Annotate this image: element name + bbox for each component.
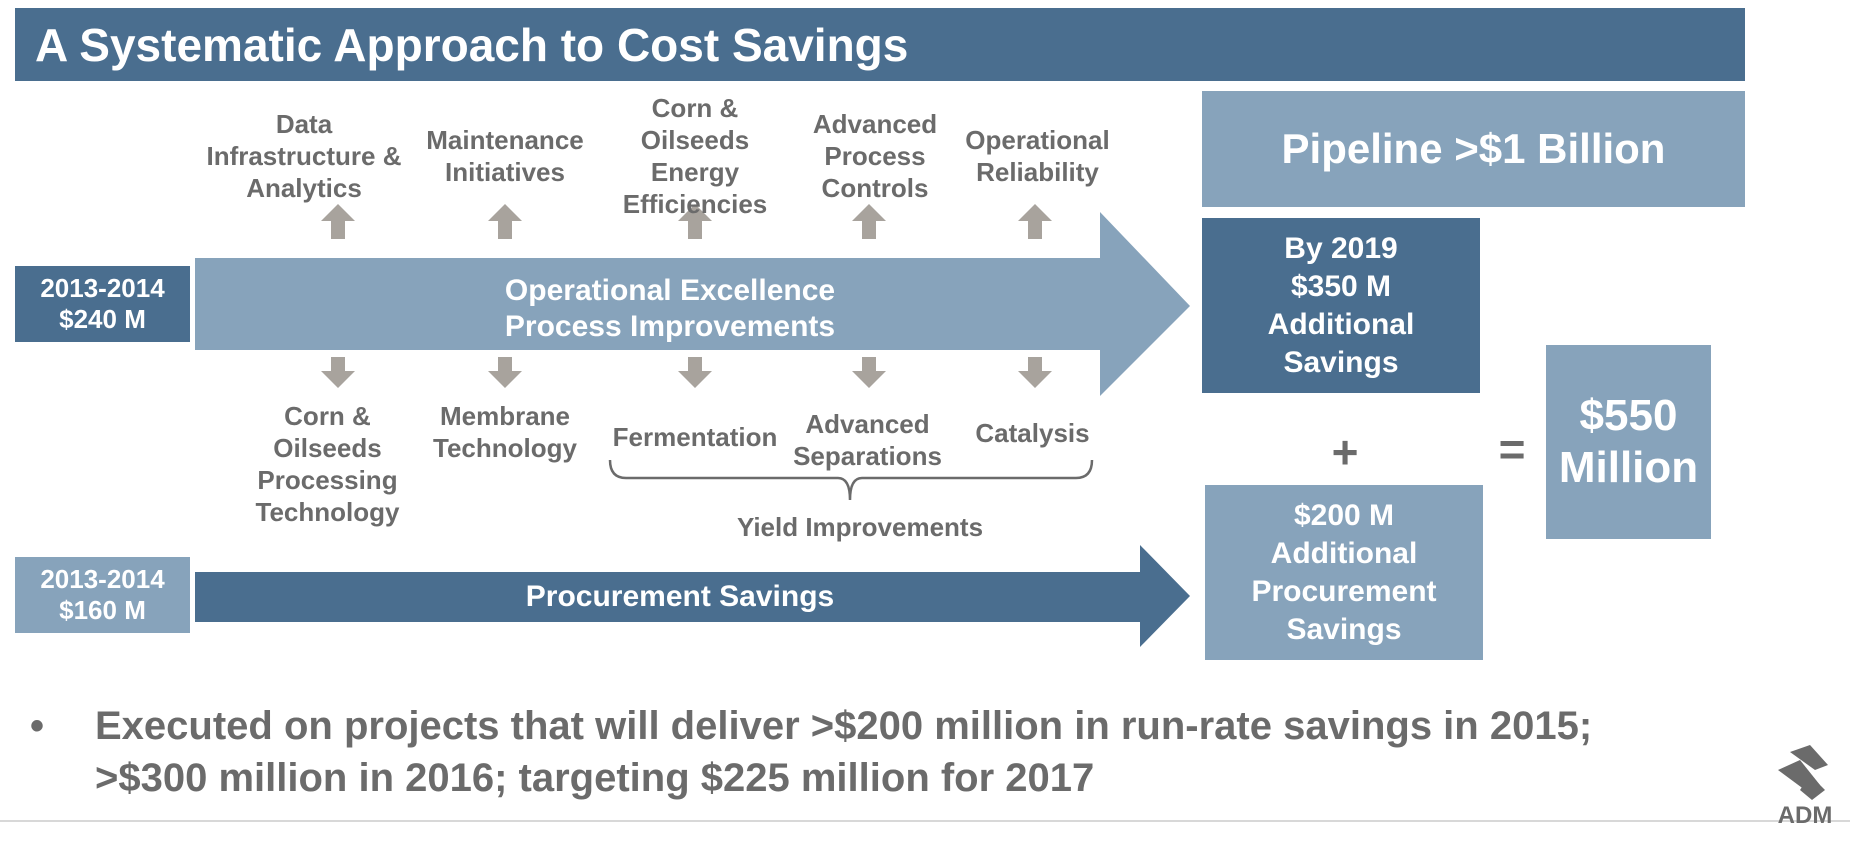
up-arrow-icon — [852, 204, 886, 239]
bullet-marker: • — [30, 704, 45, 748]
down-arrow-icon — [852, 357, 886, 388]
up-arrow-icon — [1018, 204, 1052, 239]
down-arrow-icon — [321, 357, 355, 388]
plus-sign: + — [1331, 426, 1359, 478]
up-arrow-icon — [321, 204, 355, 239]
up-arrow-icon — [488, 204, 522, 239]
footer-divider — [0, 820, 1850, 822]
adm-logo-icon — [1778, 745, 1828, 800]
adm-logo-text: ADM — [1777, 802, 1833, 829]
pipeline-box: Pipeline >$1 Billion — [1202, 91, 1745, 207]
down-arrow-icon — [1018, 357, 1052, 388]
down-arrow-icon — [488, 357, 522, 388]
equals-sign: = — [1498, 423, 1526, 475]
ops-2013-2014-box: 2013-2014$240 M — [15, 266, 190, 342]
title-bar — [15, 8, 1745, 81]
down-arrow-icon — [678, 357, 712, 388]
proc-2013-2014-box: 2013-2014$160 M — [15, 557, 190, 633]
label-fermentation: Fermentation — [612, 422, 778, 452]
proc-arrow-label: Procurement Savings — [525, 580, 835, 613]
operational-excellence-arrow — [195, 212, 1190, 396]
page-title: A Systematic Approach to Cost Savings — [35, 19, 909, 71]
yield-brace — [608, 459, 1094, 501]
procurement-arrow — [195, 545, 1190, 647]
label-yield-improvements: Yield Improvements — [736, 512, 984, 542]
up-arrow-icon — [678, 204, 712, 239]
bullet-text: Executed on projects that will deliver >… — [95, 704, 1593, 800]
label-catalysis: Catalysis — [975, 418, 1090, 448]
